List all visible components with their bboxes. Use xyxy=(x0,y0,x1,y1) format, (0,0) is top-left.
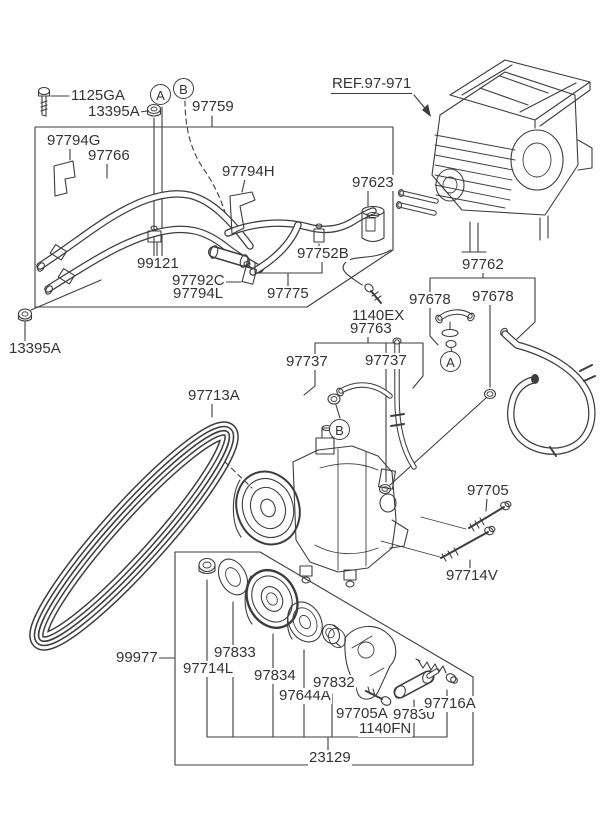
callout-a-top: A xyxy=(150,84,171,105)
part-label-97762: 97762 xyxy=(461,256,505,273)
part-label-97834: 97834 xyxy=(253,667,297,684)
part-label-97833: 97833 xyxy=(213,644,257,661)
part-label-97623: 97623 xyxy=(351,174,395,191)
part-label-97737-left: 97737 xyxy=(285,353,329,370)
part-label-1125ga: 1125GA xyxy=(70,87,126,104)
part-label-23129: 23129 xyxy=(308,749,352,766)
part-label-1140fn: 1140FN xyxy=(358,720,413,737)
part-label-97775: 97775 xyxy=(266,285,310,302)
top-assembly-box xyxy=(34,126,394,308)
part-label-97766: 97766 xyxy=(87,147,131,164)
part-label-97716a: 97716A xyxy=(423,695,477,712)
compressor-drawing xyxy=(232,424,409,588)
pipes-97737-drawing xyxy=(327,337,417,470)
hvac-unit-drawing xyxy=(395,59,593,253)
belt-97713a-drawing xyxy=(29,403,253,651)
part-label-97705: 97705 xyxy=(466,482,510,499)
part-label-97644a: 97644A xyxy=(278,687,332,704)
part-label-13395a-top: 13395A xyxy=(87,103,141,120)
bolt-1140ex-drawing xyxy=(342,249,392,304)
tube-assembly-97759-drawing xyxy=(36,147,385,295)
part-label-13395a-bottom: 13395A xyxy=(8,340,62,357)
ref-arrow xyxy=(413,94,431,117)
part-label-97678-left: 97678 xyxy=(408,291,452,308)
part-label-97713a: 97713A xyxy=(187,387,241,404)
callout-a-middle: A xyxy=(440,351,461,372)
nut-13395a-top-drawing xyxy=(139,100,229,271)
callout-b-middle: B xyxy=(329,419,350,440)
part-label-97763: 97763 xyxy=(349,320,393,337)
part-label-97752b: 97752B xyxy=(296,245,350,262)
bolts-97705-97714v-drawing xyxy=(380,497,512,569)
part-label-97714l: 97714L xyxy=(182,660,235,677)
part-label-97737-right: 97737 xyxy=(364,352,408,369)
part-label-1140ex: 1140EX xyxy=(351,307,406,324)
bottom-kit-box xyxy=(174,551,474,766)
kit-parts-drawing xyxy=(198,557,458,706)
part-label-97714v: 97714V xyxy=(445,567,499,584)
part-label-97792c: 97792C xyxy=(171,272,226,289)
part-label-97678-right: 97678 xyxy=(471,288,515,305)
part-label-97794g: 97794G xyxy=(46,132,102,149)
part-label-99977: 99977 xyxy=(115,649,159,666)
part-label-97832: 97832 xyxy=(312,674,356,691)
ref-label: REF.97-971 xyxy=(331,75,413,94)
nut-13395a-bottom-drawing xyxy=(17,279,102,342)
part-label-97705a: 97705A xyxy=(335,705,389,722)
bolt-1125ga-drawing xyxy=(37,86,70,117)
part-label-97759: 97759 xyxy=(191,98,235,115)
hose-97762-drawing xyxy=(429,270,596,457)
part-label-99121: 99121 xyxy=(136,255,180,272)
part-label-97794h: 97794H xyxy=(221,163,276,180)
callout-b-top: B xyxy=(173,78,194,99)
part-label-97794l: 97794L xyxy=(172,285,225,302)
